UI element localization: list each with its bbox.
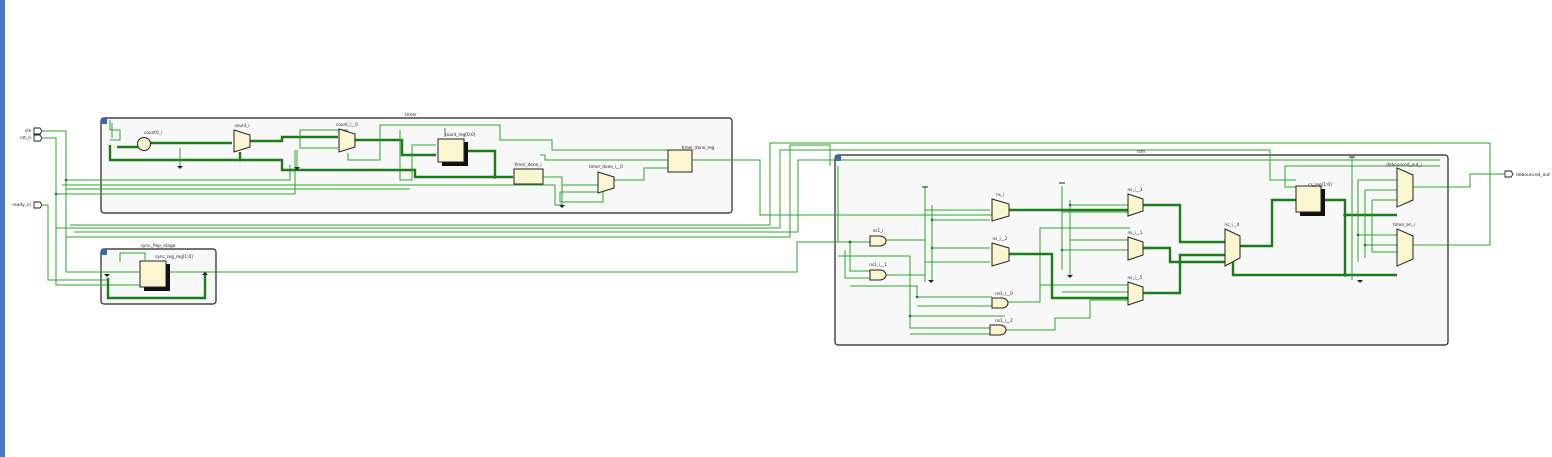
cell-ns1-i-1[interactable]: ns1_i__1: [869, 262, 887, 281]
cell-timer-done-i[interactable]: timer_done_i: [513, 162, 544, 185]
cell-count-i-0[interactable]: count_i__0: [336, 122, 358, 153]
svg-text:ns_i__5: ns_i__5: [1128, 275, 1143, 280]
module-title-fsm: fsm: [1137, 149, 1145, 155]
svg-text:count_i: count_i: [234, 123, 249, 128]
cell-ns-i-3[interactable]: ns_i__3: [1127, 187, 1144, 217]
svg-text:ns_i__2: ns_i__2: [993, 236, 1008, 241]
cell-sync-reg[interactable]: sync_reg_reg[1:0]: [139, 254, 193, 291]
ground-symbols-timer: [177, 166, 565, 208]
cell-timer-done-reg[interactable]: timer_done_reg: [667, 145, 715, 173]
svg-text:ns1_i__1: ns1_i__1: [869, 262, 887, 267]
svg-text:timer_done_reg: timer_done_reg: [682, 145, 715, 150]
module-timer[interactable]: timer: [100, 112, 733, 214]
svg-text:debounced_out_i: debounced_out_i: [1386, 162, 1422, 167]
input-port-rst-n[interactable]: rst_n: [20, 134, 43, 142]
timer-wires: [108, 123, 700, 205]
window-edge-bar: [0, 0, 5, 457]
svg-text:timer_en_i: timer_en_i: [1393, 222, 1415, 227]
global-wires: [42, 120, 1505, 286]
cell-timer-done-i-0[interactable]: timer_done_i__0: [589, 164, 623, 194]
sync-wires: [106, 252, 208, 300]
svg-text:clk: clk: [25, 128, 32, 134]
svg-text:ns1_i__0: ns1_i__0: [995, 291, 1013, 296]
cell-ns-i[interactable]: ns_i: [991, 192, 1010, 222]
svg-text:ready_in: ready_in: [12, 202, 31, 208]
input-port-ready-in[interactable]: ready_in: [12, 201, 43, 209]
ground-symbols-fsm: [922, 156, 1363, 283]
svg-text:ns_i__1: ns_i__1: [1128, 230, 1143, 235]
svg-text:timer_done_i: timer_done_i: [515, 162, 542, 167]
svg-text:debounced_out: debounced_out: [1516, 172, 1550, 178]
cell-ns-i-1[interactable]: ns_i__1: [1127, 230, 1144, 261]
cell-ns1-i-2[interactable]: ns1_i__2: [989, 318, 1013, 336]
cell-debounced-out-i[interactable]: debounced_out_i: [1386, 162, 1422, 208]
module-title-sync: sync_flop_stage: [141, 243, 176, 249]
clock-marker: [202, 272, 208, 275]
svg-text:ns_i: ns_i: [996, 192, 1004, 197]
svg-text:count0_i: count0_i: [144, 130, 162, 135]
fsm-wires: [837, 157, 1448, 335]
clock-marker: [104, 274, 110, 277]
cell-ns-i-5[interactable]: ns_i__5: [1127, 275, 1144, 306]
cell-timer-en-i[interactable]: timer_en_i: [1393, 222, 1415, 267]
svg-text:ns1_i: ns1_i: [873, 228, 884, 233]
cell-count0-i[interactable]: count0_i: [137, 130, 162, 151]
cell-ns-i-4[interactable]: ns_i__4: [1224, 222, 1241, 267]
cell-count-i[interactable]: count_i: [233, 123, 251, 153]
cell-ns1-i[interactable]: ns1_i: [869, 228, 887, 247]
cell-ns-i-2[interactable]: ns_i__2: [991, 236, 1010, 267]
svg-text:timer_done_i__0: timer_done_i__0: [589, 164, 623, 169]
cell-count-reg[interactable]: count_reg[0:0]: [437, 132, 476, 166]
svg-text:ns1_i__2: ns1_i__2: [995, 318, 1013, 323]
input-port-clk[interactable]: clk: [25, 127, 43, 135]
svg-text:cs_reg[1:0]: cs_reg[1:0]: [1308, 182, 1332, 187]
module-title-timer: timer: [405, 112, 417, 118]
cell-ns1-i-0[interactable]: ns1_i__0: [991, 291, 1013, 309]
svg-text:sync_reg_reg[1:0]: sync_reg_reg[1:0]: [155, 254, 193, 259]
svg-text:ns_i__3: ns_i__3: [1128, 187, 1143, 192]
svg-text:ns_i__4: ns_i__4: [1225, 222, 1240, 227]
svg-text:rst_n: rst_n: [20, 135, 31, 141]
svg-text:count_reg[0:0]: count_reg[0:0]: [445, 132, 476, 137]
svg-text:count_i__0: count_i__0: [336, 122, 358, 127]
junction-dots: [54, 158, 1367, 318]
cell-cs-reg[interactable]: cs_reg[1:0]: [1295, 182, 1332, 216]
output-port-debounced-out[interactable]: debounced_out: [1504, 170, 1550, 178]
